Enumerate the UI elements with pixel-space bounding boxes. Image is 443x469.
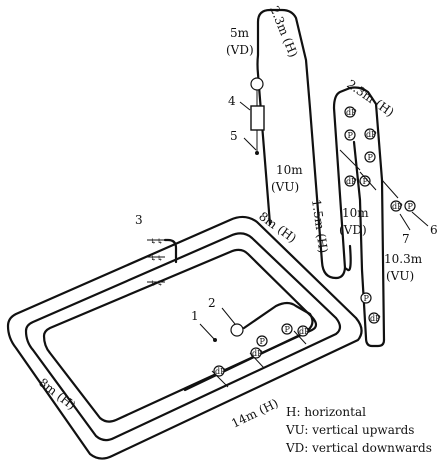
cylinder-2 (230, 323, 244, 337)
callout-5: 5 (230, 129, 238, 143)
riser-right-pipe (332, 86, 386, 342)
seg-left-vu-dir: (VU) (271, 180, 299, 194)
pressure-label: P (408, 202, 414, 211)
inner-gauges: P dP P dP dP (211, 323, 310, 388)
callout-4: 4 (228, 94, 236, 108)
pressure-label: P (348, 131, 354, 140)
legend-item: VD: vertical downwards (285, 441, 432, 455)
loop-outer-pipe (6, 215, 363, 460)
callout-1: 1 (191, 309, 199, 323)
dp-label: dP (346, 108, 357, 117)
riser-left-pipe (256, 8, 338, 280)
callout-3: 3 (135, 213, 143, 227)
inner-return-pipe (183, 301, 314, 392)
dp-label: dP (370, 314, 381, 323)
seg-right-vu-dir: (VU) (386, 269, 414, 283)
seg-right-vd-len: 10m (342, 206, 369, 220)
top-gauge (250, 77, 264, 91)
callout-6: 6 (430, 223, 438, 237)
pressure-label: P (285, 325, 291, 334)
legend-item: H: horizontal (286, 405, 366, 419)
pressure-label: P (260, 337, 266, 346)
seg-right-vd-dir: (VD) (339, 223, 367, 237)
riser-right-pipe-2 (343, 244, 352, 272)
seg-top-vd-dir: (VD) (226, 43, 254, 57)
callout-2: 2 (208, 296, 216, 310)
dp-label: dP (252, 349, 263, 358)
svg-text:↳↳: ↳↳ (150, 237, 163, 246)
seg-top-vd-len: 5m (230, 26, 250, 40)
pressure-label: P (368, 153, 374, 162)
dp-label: dP (215, 367, 226, 376)
legend: H: horizontal VU: vertical upwards VD: v… (285, 405, 432, 455)
seg-right-mid-h: 1.5m (H) (309, 198, 330, 254)
legend-item: VU: vertical upwards (285, 423, 414, 437)
callout-7: 7 (402, 232, 410, 246)
seg-top-h: 2.3m (H) (267, 4, 300, 59)
loop-middle-pipe (24, 232, 342, 442)
dp-label: dP (346, 177, 357, 186)
right-gauges: dP P dP P dP P dP P P dP (339, 106, 429, 324)
svg-text:↳↳: ↳↳ (150, 279, 163, 288)
dp-label: dP (366, 130, 377, 139)
dp-label: dP (392, 202, 403, 211)
seg-loop-bottom-h: 14m (H) (229, 396, 280, 431)
seg-left-vu-len: 10m (276, 163, 303, 177)
loop-inner-pipe (42, 248, 318, 423)
svg-text:↳↳: ↳↳ (150, 254, 163, 263)
valve-group: ↳↳ ↳↳ ↳↳ (147, 237, 178, 288)
seg-right-vu-len: 10.3m (384, 252, 423, 266)
pressure-label: P (363, 177, 369, 186)
pressure-label: P (364, 294, 370, 303)
riser-return-pipe (352, 140, 386, 348)
dp-label: dP (299, 327, 310, 336)
top-chamber (250, 105, 265, 131)
